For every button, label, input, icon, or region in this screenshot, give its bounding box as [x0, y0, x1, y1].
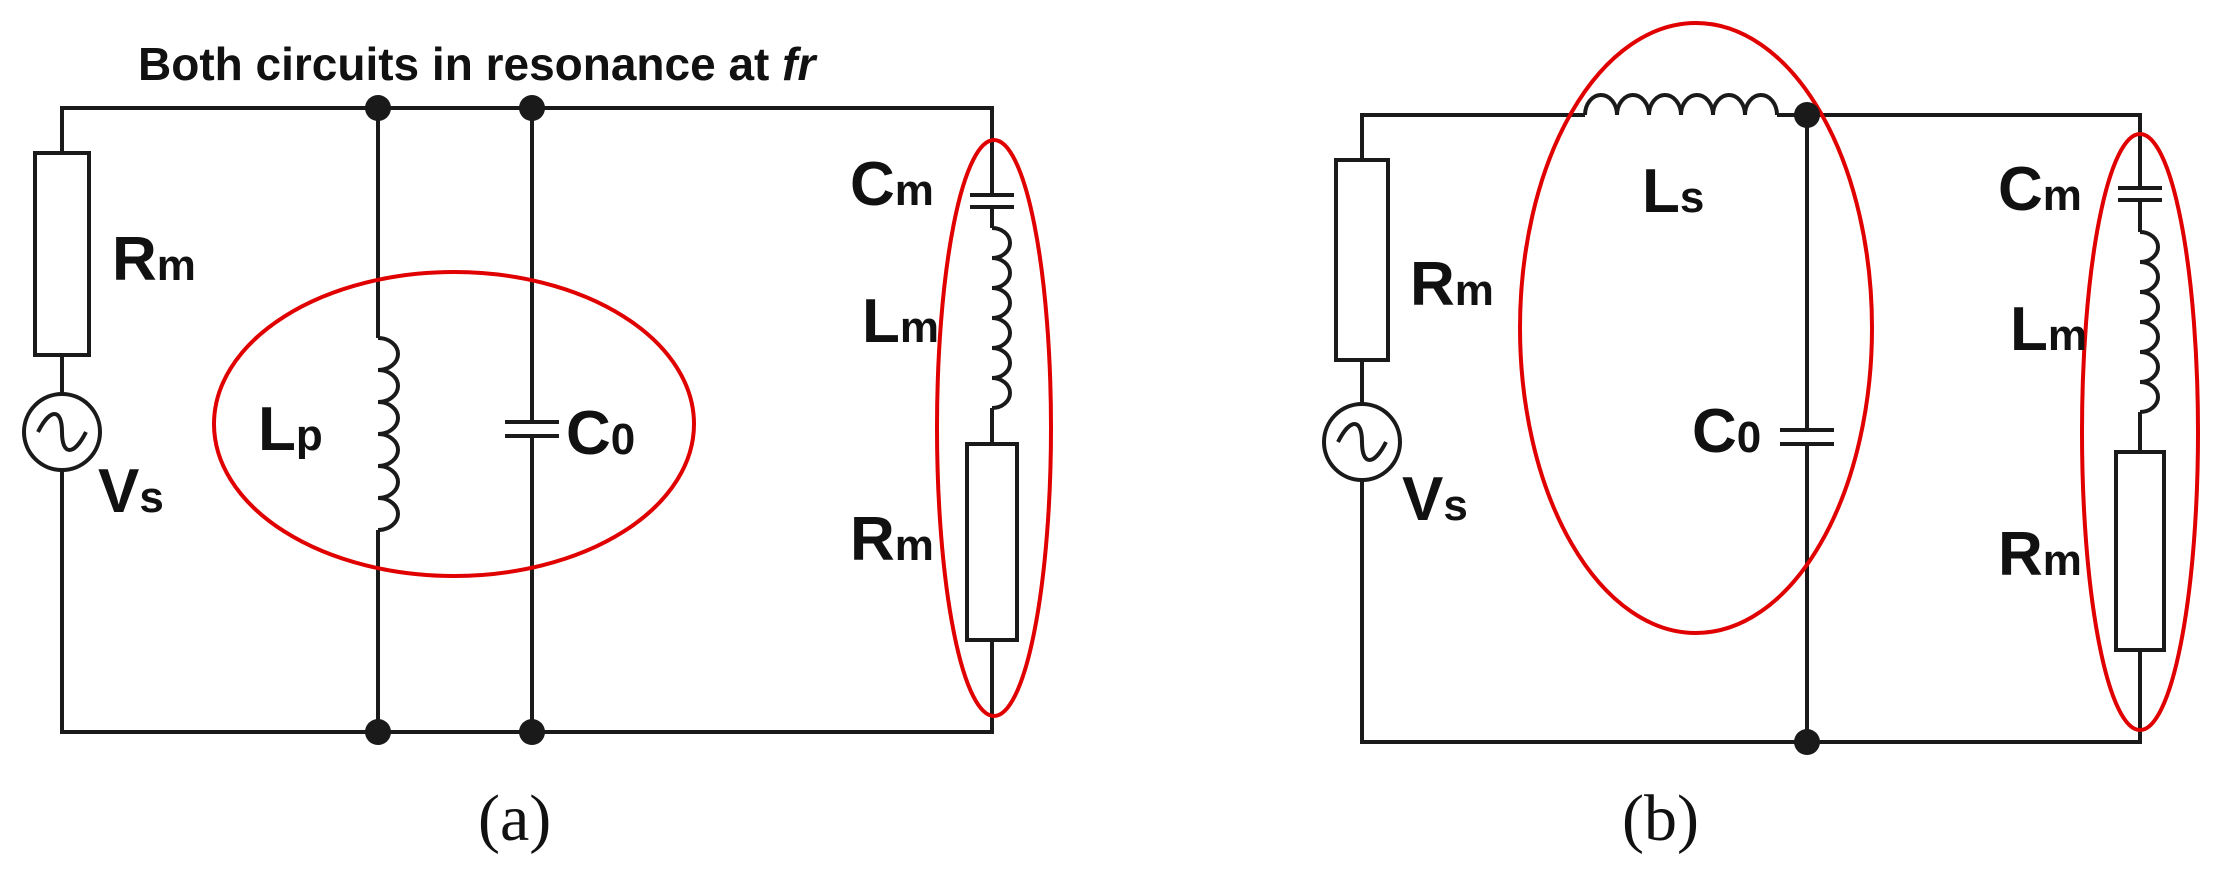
label-a-lm: Lm — [862, 287, 939, 356]
node-b-bottom — [1794, 729, 1820, 755]
label-a-vs: Vs — [98, 457, 164, 526]
label-a-cm: Cm — [850, 150, 934, 219]
voltage-source-b — [1322, 402, 1402, 482]
label-b-cm: Cm — [1998, 155, 2082, 224]
label-b-lm: Lm — [2010, 295, 2087, 364]
caption-b: (b) — [1622, 782, 1699, 855]
inductor-b-lm — [2139, 230, 2160, 414]
label-b-vs: Vs — [1402, 465, 1468, 534]
inductor-a-lp — [377, 336, 400, 532]
label-a-c0: C0 — [566, 399, 635, 468]
label-a-rm-left: Rm — [112, 225, 196, 294]
node-a-bottom-c0 — [519, 719, 545, 745]
voltage-source-a — [22, 392, 102, 472]
node-a-top-lp — [365, 95, 391, 121]
highlight-b-ls-c0 — [1518, 21, 1874, 635]
caption-a: (a) — [478, 782, 551, 855]
label-b-rm-right: Rm — [1998, 520, 2082, 589]
node-a-top-c0 — [519, 95, 545, 121]
resistor-b-rm-right — [2114, 450, 2166, 652]
sine-wave-b — [1336, 422, 1388, 462]
wire-b-top-left — [1360, 113, 1585, 160]
resistor-a-rm-right — [965, 442, 1019, 642]
inductor-a-lm — [991, 226, 1012, 410]
circuit-b — [1322, 21, 2200, 744]
label-b-ls: Ls — [1642, 157, 1704, 226]
label-a-rm-right: Rm — [850, 505, 934, 574]
sine-wave-a — [36, 412, 88, 452]
circuit-a — [22, 106, 1053, 734]
label-a-lp: Lp — [258, 395, 323, 464]
resistor-a-rm-left — [33, 151, 91, 357]
label-b-rm-left: Rm — [1410, 250, 1494, 319]
resistor-b-rm-left — [1334, 158, 1390, 362]
highlight-a-motional — [935, 138, 1053, 718]
figure-title: Both circuits in resonance at fr — [138, 38, 817, 90]
node-a-bottom-lp — [365, 719, 391, 745]
label-b-c0: C0 — [1692, 397, 1761, 466]
inductor-b-ls — [1583, 93, 1779, 116]
wire-b-bottom — [1360, 480, 2142, 744]
highlight-a-tank — [212, 270, 696, 578]
wire-b-top-right — [1777, 113, 2142, 188]
highlight-b-motional — [2080, 132, 2200, 732]
node-b-top — [1794, 102, 1820, 128]
